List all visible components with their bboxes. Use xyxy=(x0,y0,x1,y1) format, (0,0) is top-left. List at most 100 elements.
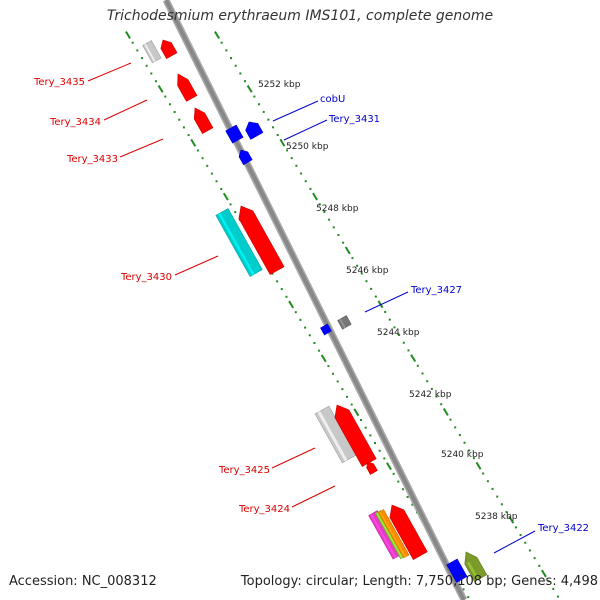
minor-tick xyxy=(272,126,275,129)
minor-tick xyxy=(225,49,228,52)
gene-feature xyxy=(245,121,264,140)
gene-arrow xyxy=(238,205,285,275)
label-leader-lines xyxy=(87,62,536,554)
minor-tick xyxy=(136,49,139,52)
minor-tick xyxy=(365,280,368,283)
minor-tick xyxy=(411,503,414,506)
minor-tick xyxy=(164,95,167,98)
minor-tick xyxy=(173,110,176,113)
gene-feature xyxy=(142,40,162,64)
minor-tick xyxy=(514,526,517,529)
gene-arrow xyxy=(160,39,178,60)
minor-tick xyxy=(457,580,460,583)
gene-label: cobU xyxy=(320,94,345,105)
gene-highlight xyxy=(218,212,255,276)
minor-tick xyxy=(342,241,345,244)
minor-tick xyxy=(472,457,475,460)
gene-highlight xyxy=(196,116,207,133)
minor-tick xyxy=(401,488,404,491)
major-tick xyxy=(125,31,131,39)
leader-line xyxy=(493,530,536,554)
gene-features xyxy=(142,39,488,583)
minor-tick xyxy=(449,418,452,421)
minor-tick xyxy=(336,380,339,383)
major-tick xyxy=(386,462,392,471)
major-tick xyxy=(312,192,319,201)
minor-tick xyxy=(182,126,185,129)
minor-tick xyxy=(286,149,289,152)
minor-tick xyxy=(313,341,316,344)
minor-tick xyxy=(524,541,527,544)
minor-tick xyxy=(309,187,312,190)
minor-tick xyxy=(154,80,157,83)
kbp-tick-label: 5250 kbp xyxy=(286,142,329,152)
minor-tick xyxy=(360,418,363,421)
gene-highlight xyxy=(240,154,247,164)
leader-line xyxy=(87,62,132,82)
minor-tick xyxy=(440,403,443,406)
minor-tick xyxy=(528,549,531,552)
minor-tick xyxy=(290,157,293,160)
kbp-tick-label: 5248 kbp xyxy=(316,204,359,214)
minor-tick xyxy=(201,157,204,160)
gene-feature xyxy=(238,149,253,166)
major-tick xyxy=(475,461,482,470)
minor-tick xyxy=(397,480,400,483)
gene-feature xyxy=(464,551,488,583)
gene-highlight xyxy=(179,83,191,101)
gene-arrow xyxy=(446,558,468,583)
gene-label: Tery_3425 xyxy=(218,465,270,476)
gene-arrow xyxy=(389,504,428,560)
gene-arrow xyxy=(245,121,264,140)
minor-tick xyxy=(341,388,344,391)
minor-tick xyxy=(360,272,363,275)
gene-arrow xyxy=(464,551,488,583)
gene-feature xyxy=(193,107,214,135)
gene-arrow xyxy=(142,40,162,64)
minor-tick xyxy=(332,372,335,375)
gene-arrow xyxy=(320,323,332,336)
minor-tick xyxy=(206,164,209,167)
minor-tick xyxy=(145,64,148,67)
accession-label: Accession: NC_008312 xyxy=(9,574,157,589)
major-tick xyxy=(410,354,417,363)
gene-highlight xyxy=(321,326,327,335)
minor-tick xyxy=(398,334,401,337)
minor-tick xyxy=(328,218,331,221)
minor-tick xyxy=(210,172,213,175)
leader-line xyxy=(291,485,336,508)
minor-tick xyxy=(430,387,433,390)
minor-tick xyxy=(393,326,396,329)
minor-tick xyxy=(168,103,171,106)
minor-tick xyxy=(276,280,279,283)
leader-line xyxy=(103,99,148,121)
gene-arrow xyxy=(238,149,253,166)
gene-highlight xyxy=(339,318,346,329)
gene-highlight xyxy=(241,215,276,274)
kbp-tick-label: 5242 kbp xyxy=(409,390,452,400)
major-tick xyxy=(541,569,547,578)
kbp-tick-label: 5240 kbp xyxy=(441,450,484,460)
minor-tick xyxy=(304,180,307,183)
gene-highlight xyxy=(144,43,156,62)
gene-feature xyxy=(389,504,428,560)
minor-tick xyxy=(421,372,424,375)
gene-highlight xyxy=(392,514,419,559)
gene-label: Tery_3431 xyxy=(328,114,380,125)
minor-tick xyxy=(500,503,503,506)
minor-tick xyxy=(496,495,499,498)
minor-tick xyxy=(356,264,359,267)
major-tick xyxy=(222,192,229,201)
minor-tick xyxy=(234,211,237,214)
minor-tick xyxy=(519,534,522,537)
minor-tick xyxy=(229,203,232,206)
gene-feature xyxy=(366,461,378,475)
gene-feature xyxy=(160,39,178,60)
gene-arrow xyxy=(177,73,198,102)
minor-tick xyxy=(392,472,395,475)
gene-feature xyxy=(446,558,468,583)
leader-line xyxy=(283,119,328,141)
minor-tick xyxy=(258,103,261,106)
major-tick xyxy=(320,354,327,363)
major-tick xyxy=(190,138,197,147)
